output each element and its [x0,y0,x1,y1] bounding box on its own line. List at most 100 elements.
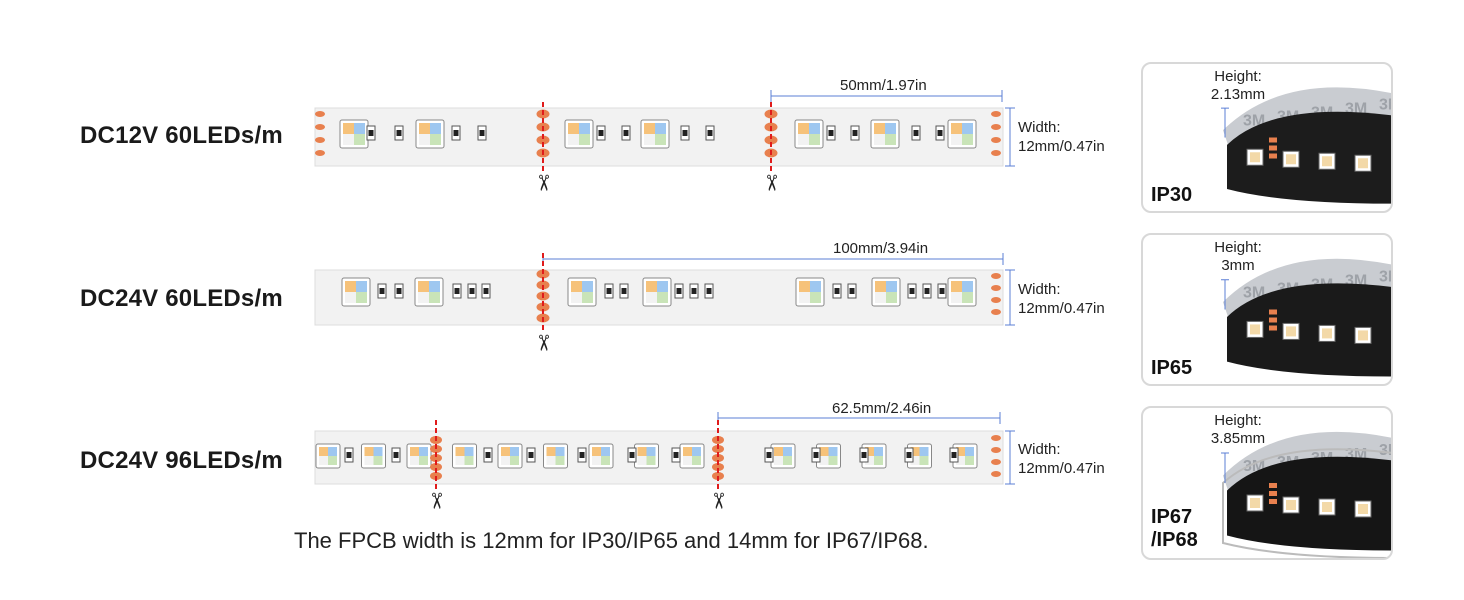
segment-length-row1: 50mm/1.97in [840,77,927,94]
ip-card-ip30: 3M3M3M3M3M Height: 2.13mm IP30 [1141,62,1393,213]
resistor [811,447,821,463]
resistor [596,125,606,141]
resistor [377,283,387,299]
scissors-icon: ✂ [530,174,555,192]
width-row2: Width: 12mm/0.47in [1018,280,1105,318]
led-chip [315,443,341,469]
led-strip-diagrams: ✂✂✂✂✂ [314,90,1015,510]
row-label-dc12v-60: DC12V 60LEDs/m [80,122,283,149]
fpcb-width-note: The FPCB width is 12mm for IP30/IP65 and… [294,528,929,553]
ip-rating-text-2: /IP68 [1151,529,1198,551]
height-value: 3.85mm [1210,430,1266,447]
resistor [671,447,681,463]
resistor [689,283,699,299]
solder-pads [991,111,1001,156]
resistor [826,125,836,141]
resistor [477,125,487,141]
scissors-icon: ✂ [530,334,555,352]
led-chip [452,443,477,469]
led-chip [816,443,841,469]
width-row1: Width: 12mm/0.47in [1018,118,1105,156]
led-chip [634,443,659,469]
resistor [366,125,376,141]
height-value: 2.13mm [1210,86,1266,103]
resistor [526,447,536,463]
svg-text:3M: 3M [1379,442,1391,459]
resistor [911,125,921,141]
row-label-dc24v-96: DC24V 96LEDs/m [80,447,283,474]
resistor [394,125,404,141]
height-label-text: Height: [1214,412,1262,429]
resistor [904,447,914,463]
resistor [937,283,947,299]
width-label: Width: [1018,281,1061,298]
resistor [832,283,842,299]
height-label: Height: 2.13mm [1193,68,1283,104]
solder-pads [712,436,724,480]
scissors-icon: ✂ [705,492,730,510]
resistor [467,283,477,299]
led-chip [564,119,594,149]
strip-profile-image: 3M3M3M3M3M [1221,87,1391,204]
resistor [619,283,629,299]
solder-pads [991,435,1001,477]
led-chip [497,443,523,469]
ip-rating: IP67 /IP68 [1151,506,1198,552]
led-chip [642,277,672,307]
resistor [850,125,860,141]
ip-rating-text: IP30 [1151,184,1193,206]
led-chip [361,443,386,469]
solder-pads [430,436,442,480]
resistor [452,283,462,299]
ip-card-ip67-ip68: 3M3M3M3M3M Height: 3.85mm IP67 /IP68 [1141,406,1393,560]
resistor [847,283,857,299]
resistor [481,283,491,299]
height-label-text: Height: [1214,68,1262,85]
led-chip [543,443,568,469]
width-label: Width: [1018,441,1061,458]
resistor [704,283,714,299]
led-chip [870,119,900,149]
resistor [577,447,587,463]
resistor [344,447,354,463]
ip-rating: IP30 [1151,184,1192,207]
resistor [935,125,945,141]
height-value: 3mm [1221,257,1255,274]
resistor [764,447,774,463]
solder-pads [991,273,1001,315]
resistor [705,125,715,141]
led-chip [415,119,445,149]
ip-rating-text: IP67 [1151,506,1193,528]
led-chip [588,443,614,469]
led-chip [406,443,432,469]
resistor [451,125,461,141]
resistor [621,125,631,141]
ip-rating: IP65 [1151,357,1192,380]
led-chip [795,277,825,307]
ip-rating-text: IP65 [1151,357,1193,379]
led-chip [567,277,597,307]
resistor [859,447,869,463]
scissors-icon: ✂ [758,174,783,192]
led-chip [952,443,978,469]
row-label-dc24v-60: DC24V 60LEDs/m [80,285,283,312]
svg-text:3M: 3M [1379,269,1391,286]
width-label: Width: [1018,119,1061,136]
resistor [674,283,684,299]
led-chip [871,277,901,307]
resistor [680,125,690,141]
segment-length-row3: 62.5mm/2.46in [832,400,932,417]
width-row3: Width: 12mm/0.47in [1018,440,1105,478]
segment-length-row2: 100mm/3.94in [833,240,929,257]
led-chip [679,443,705,469]
led-chip [341,277,371,307]
resistor [394,283,404,299]
strip-profile-image: 3M3M3M3M3M [1221,431,1391,558]
led-chip [947,277,977,307]
ip-card-ip65: 3M3M3M3M3M Height: 3mm IP65 [1141,233,1393,386]
resistor [907,283,917,299]
height-label: Height: 3mm [1193,239,1283,275]
height-label: Height: 3.85mm [1193,412,1283,448]
led-chip [794,119,824,149]
width-value: 12mm/0.47in [1018,300,1105,317]
